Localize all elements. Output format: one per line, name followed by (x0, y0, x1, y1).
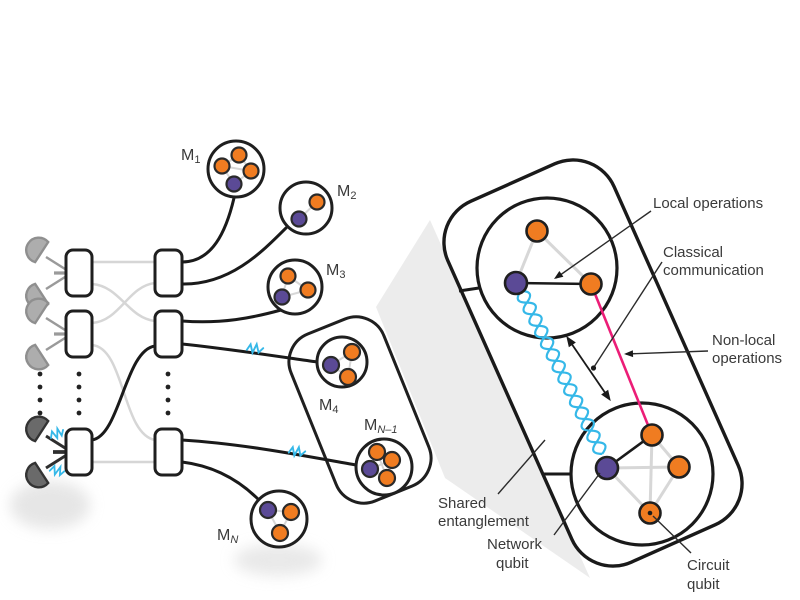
photon-icon (287, 444, 307, 459)
fiber-to-m3 (181, 308, 282, 324)
circuit-qubit-label: Circuit (687, 557, 730, 574)
circuit-qubit (308, 193, 326, 211)
switch-column-right (153, 248, 184, 477)
circuit-qubit (579, 272, 603, 296)
module-label: MN–1 (364, 417, 398, 436)
local-operations-pointer (555, 210, 652, 279)
classical-communication-arrow (566, 335, 611, 402)
network-qubit-label: qubit (496, 555, 529, 572)
module-mn1: MN–1 (354, 417, 414, 497)
optical-switch (153, 427, 184, 477)
network-qubit-pointer (553, 472, 601, 536)
module-label: MN (217, 527, 238, 546)
network-qubit (290, 210, 308, 228)
circuit-qubit (377, 468, 397, 488)
module-label: M4 (319, 397, 338, 416)
circuit-qubit (281, 502, 301, 522)
shared-entanglement-pointer (497, 439, 546, 495)
network-qubit (258, 500, 278, 520)
non-local-operations-label: operations (712, 350, 782, 367)
modules: M1 M2 M3 (181, 139, 433, 549)
fiber-to-m1 (181, 197, 236, 264)
circuit-qubit-pointer (652, 515, 692, 554)
circuit-qubit (342, 342, 362, 362)
inset: Local operations Classical communication… (438, 158, 782, 593)
circuit-qubit (640, 423, 664, 447)
circuit-qubit-label: qubit (687, 576, 720, 593)
circuit-qubit (270, 523, 290, 543)
photon-icon (245, 341, 265, 356)
detector-icon (25, 236, 50, 264)
network-qubit (273, 288, 291, 306)
inset-module-top (475, 196, 619, 340)
module-m4: M4 (315, 335, 369, 416)
fiber-active (91, 344, 156, 442)
local-operations-label: Local operations (653, 195, 763, 212)
optical-switch (153, 309, 184, 359)
circuit-qubit (667, 455, 691, 479)
inset-bottom-internals (594, 423, 691, 525)
circuit-qubit (382, 450, 402, 470)
photon-icon (50, 425, 64, 441)
network-qubit (225, 175, 243, 193)
module-m1: M1 (181, 139, 266, 199)
photon-icon (48, 463, 66, 478)
network-qubit-label: Network (487, 536, 543, 553)
module-m3: M3 (266, 258, 345, 316)
network-qubit (503, 270, 529, 296)
shadow (10, 481, 90, 529)
module-label: M3 (326, 262, 345, 281)
circuit-qubit (367, 442, 387, 462)
classical-communication-label: communication (663, 262, 764, 279)
switch-column-left (64, 248, 94, 477)
optical-switch (64, 248, 94, 298)
classical-communication-pointer (593, 261, 663, 368)
inset-module-bottom (569, 401, 715, 547)
module-fibers (181, 197, 357, 502)
entanglement-helix-icon (516, 289, 607, 455)
module-m2: M2 (278, 180, 356, 236)
non-local-operations-pointer (625, 350, 709, 355)
circuit-qubit (279, 267, 297, 285)
local-operation-line (515, 281, 592, 286)
circuit-qubit (242, 162, 260, 180)
module-mn: MN (217, 489, 309, 549)
circuit-qubit (525, 219, 549, 243)
shared-entanglement-label: Shared (438, 495, 486, 512)
fiber-to-mn1 (181, 438, 357, 467)
shadow (234, 544, 322, 576)
fiber-to-m2 (181, 225, 289, 286)
circuit-qubit (230, 146, 248, 164)
circuit-qubit (299, 281, 317, 299)
classical-communication-label: Classical (663, 244, 723, 261)
detector-icon (25, 461, 50, 489)
non-local-operations-label: Non-local (712, 332, 775, 349)
circuit-qubit (338, 367, 358, 387)
module-label: M2 (337, 183, 356, 202)
fiber (91, 281, 156, 325)
optical-switch (153, 248, 184, 298)
circuit-qubit (213, 157, 231, 175)
optical-switch (64, 309, 94, 359)
fiber-crossings (91, 260, 156, 464)
network-qubit (594, 455, 620, 481)
ellipsis-dots (37, 371, 171, 416)
detector-icon (25, 415, 50, 443)
non-local-operation-line (589, 283, 654, 436)
module-stem (458, 286, 480, 293)
network-qubit (360, 459, 380, 479)
photonic-switch-network (25, 236, 184, 489)
network-qubit (321, 355, 341, 375)
detector-icon (25, 297, 50, 325)
optical-switch (64, 427, 94, 477)
detector-icon (25, 343, 50, 371)
module-label: M1 (181, 147, 200, 166)
shared-entanglement-label: entanglement (438, 513, 530, 530)
annotation-labels: Local operations Classical communication… (438, 195, 782, 593)
inset-top-internals (503, 219, 603, 296)
annotation-pointers (497, 210, 709, 554)
magnifier-wedge (376, 220, 590, 578)
fiber-to-mn (181, 460, 261, 502)
